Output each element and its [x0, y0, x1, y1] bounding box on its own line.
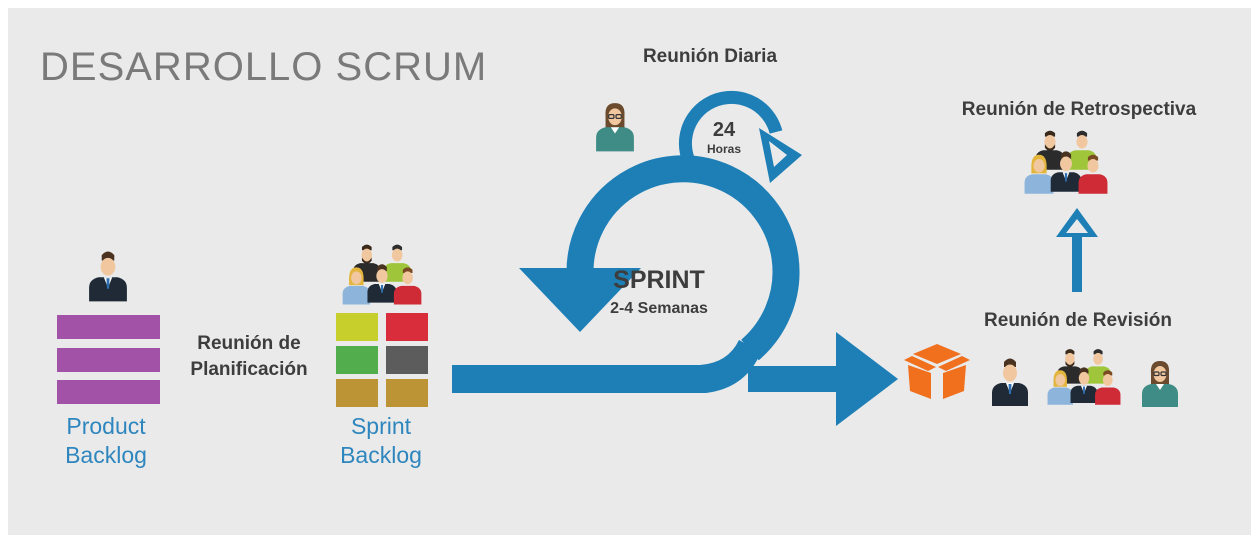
product-backlog-stack [57, 315, 160, 404]
backlog-item [57, 380, 160, 404]
product-owner-icon [89, 251, 127, 302]
sprint-task [386, 346, 428, 374]
sprint-backlog-label-line1: Sprint [351, 413, 412, 439]
sprint-flow-arrow [452, 332, 898, 426]
product-backlog-label-line1: Product [66, 413, 146, 439]
backlog-item [57, 348, 160, 372]
sprint-task [336, 313, 378, 341]
stakeholder-icon [992, 358, 1028, 406]
review-team-icon [1048, 349, 1121, 405]
up-arrow-icon [1056, 208, 1098, 292]
planning-meeting-label-line2: Planificación [190, 359, 307, 380]
review-meeting-label: Reunión de Revisión [984, 310, 1172, 331]
review-scrum-master-icon [1141, 360, 1179, 408]
daily-hours-value: 24 [713, 119, 736, 141]
daily-hours-unit: Horas [707, 142, 741, 156]
planning-meeting-label-line1: Reunión de [197, 333, 300, 354]
sprint-backlog-grid [336, 313, 428, 407]
sprint-task [386, 313, 428, 341]
scrum-diagram: DESARROLLO SCRUM Product Backlog Reunión… [40, 45, 1197, 468]
daily-cycle-arrow [678, 90, 802, 183]
sprint-task [336, 346, 378, 374]
backlog-item [57, 315, 160, 339]
sprint-label: SPRINT [613, 266, 705, 294]
product-backlog-label-line2: Backlog [65, 442, 147, 468]
diagram-frame: DESARROLLO SCRUM Product Backlog Reunión… [8, 8, 1251, 535]
sprint-task [386, 379, 428, 407]
sprint-task [336, 379, 378, 407]
retrospective-team-icon [1025, 131, 1108, 194]
sprint-duration: 2-4 Semanas [610, 300, 708, 317]
scrum-master-icon [595, 102, 635, 153]
increment-box-icon [904, 344, 970, 399]
scrum-team-icon [343, 245, 422, 305]
retrospective-meeting-label: Reunión de Retrospectiva [962, 99, 1197, 120]
daily-meeting-label: Reunión Diaria [643, 46, 778, 67]
page-title: DESARROLLO SCRUM [40, 45, 487, 89]
sprint-cycle-arrow [519, 155, 800, 361]
sprint-backlog-label-line2: Backlog [340, 442, 422, 468]
